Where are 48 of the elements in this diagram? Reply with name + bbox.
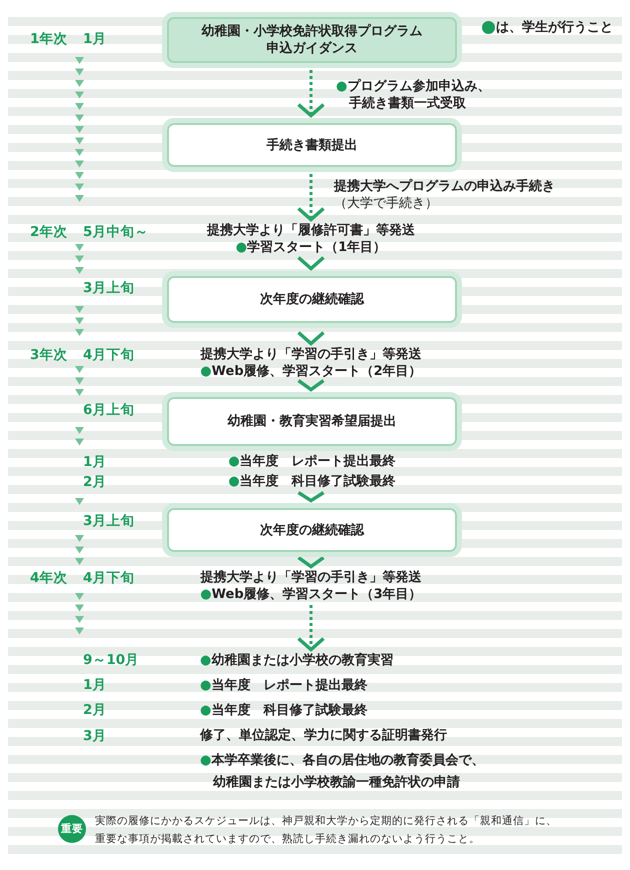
step-box: [162, 392, 462, 451]
legend-text: は、学生が行うこと: [496, 19, 613, 36]
edge-label: 提携大学へプログラムの申込み手続き（大学で手続き）: [334, 178, 555, 212]
step-text: 幼稚園・教育実習希望届提出: [228, 413, 396, 430]
step-text: ●当年度 科目修了試験最終: [200, 702, 368, 719]
date-label: 5月中旬～: [83, 224, 148, 240]
chevron-arrow: [297, 331, 325, 346]
note-text: 実際の履修にかかるスケジュールは、神戸親和大学から定期的に発行される「親和通信」に、重要な事項が掲載されていますので、熟読し手続き漏れのないよう行うこと。: [95, 814, 558, 847]
date-label: 3月上旬: [83, 280, 134, 296]
step-text: 幼稚園・小学校免許状取得プログラム申込ガイダンス: [200, 23, 424, 57]
step-text: 提携大学より「学習の手引き」等発送: [200, 346, 422, 363]
step-box: [162, 12, 462, 68]
date-label: 1月: [83, 677, 106, 693]
step-text: 修了、単位認定、学力に関する証明書発行: [200, 727, 447, 744]
step-text: 手続き書類提出: [266, 136, 358, 154]
year-label: 3年次: [30, 347, 68, 363]
step-text: ●Web履修、学習スタート（2年目）: [200, 363, 422, 380]
chevron-arrow: [297, 379, 325, 392]
step-box: [162, 118, 462, 172]
date-label: 9～10月: [83, 652, 140, 668]
step-text: ●学習スタート（1年目）: [236, 239, 386, 256]
chevron-arrow: [297, 556, 325, 569]
date-label: 1月: [83, 454, 106, 470]
step-box: [162, 503, 462, 557]
date-label: 2月: [83, 474, 106, 490]
step-text: ●当年度 レポート提出最終: [200, 677, 368, 694]
year-label: 4年次: [30, 570, 68, 586]
step-text: 提携大学より「学習の手引き」等発送: [200, 569, 422, 586]
date-label: 4月下旬: [83, 347, 134, 363]
date-label: 4月下旬: [83, 570, 134, 586]
step-text: ●当年度 科目修了試験最終: [228, 472, 396, 491]
year-label: 1年次: [30, 31, 68, 47]
step-text: 提携大学より「履修許可書」等発送: [207, 222, 415, 239]
date-label: 1月: [83, 31, 106, 47]
step-text: 次年度の継続確認: [260, 291, 364, 308]
date-label: 6月上旬: [83, 402, 134, 418]
step-text: ●本学卒業後に、各自の居住地の教育委員会で、幼稚園または小学校教諭一種免許状の申請: [200, 752, 486, 792]
step-text: ●Web履修、学習スタート（3年目）: [200, 586, 422, 603]
step-box: [162, 271, 462, 328]
step-text: ●当年度 レポート提出最終: [228, 452, 396, 471]
chevron-arrow: [297, 256, 325, 271]
year-label: 2年次: [30, 224, 68, 240]
edge-label: ●プログラム参加申込み、手続き書類一式受取: [336, 78, 492, 112]
date-label: 2月: [83, 702, 106, 718]
date-label: 3月: [83, 728, 106, 744]
step-text: ●幼稚園または小学校の教育実習: [200, 652, 394, 669]
step-text: 次年度の継続確認: [260, 522, 364, 538]
date-label: 3月上旬: [83, 513, 134, 529]
